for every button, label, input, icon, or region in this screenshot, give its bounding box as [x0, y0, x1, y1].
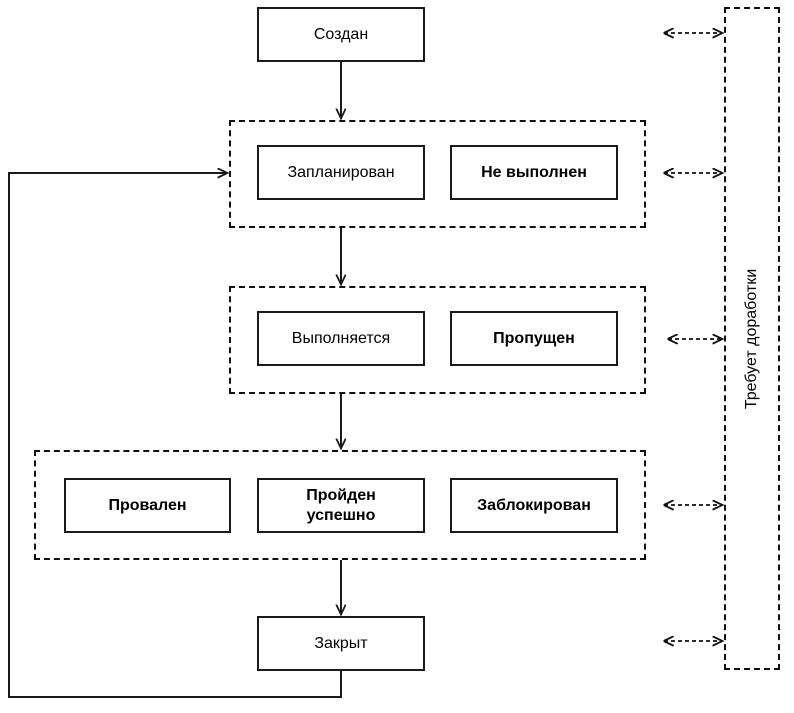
state-label-in-progress: Выполняется: [291, 329, 391, 347]
state-node-planned[interactable]: Запланирован: [257, 145, 425, 200]
state-node-closed[interactable]: Закрыт: [257, 616, 425, 671]
group-result-states: [34, 450, 646, 560]
state-node-in-progress[interactable]: Выполняется: [257, 311, 425, 366]
rework-panel-label: Требует доработки: [743, 268, 760, 409]
state-label-created: Создан: [313, 25, 369, 43]
state-label-blocked: Заблокирован: [477, 496, 591, 514]
state-label-not-done: Не выполнен: [481, 163, 587, 181]
state-label-passed: Пройден успешно: [306, 486, 376, 524]
group-planned-states: [229, 120, 646, 228]
loop-arrow-closed-to-planned: [8, 173, 342, 698]
state-label-skipped: Пропущен: [493, 329, 575, 347]
state-node-not-done[interactable]: Не выполнен: [450, 145, 618, 200]
state-node-blocked[interactable]: Заблокирован: [450, 478, 618, 533]
state-node-failed[interactable]: Провален: [64, 478, 231, 533]
state-node-skipped[interactable]: Пропущен: [450, 311, 618, 366]
state-node-created[interactable]: Создан: [257, 7, 425, 62]
state-node-passed[interactable]: Пройден успешно: [257, 478, 425, 533]
state-label-failed: Провален: [108, 496, 187, 514]
group-inprogress-states: [229, 286, 646, 394]
state-label-closed: Закрыт: [314, 634, 368, 652]
rework-panel[interactable]: Требует доработки: [724, 7, 780, 670]
state-label-planned: Запланирован: [287, 163, 395, 181]
